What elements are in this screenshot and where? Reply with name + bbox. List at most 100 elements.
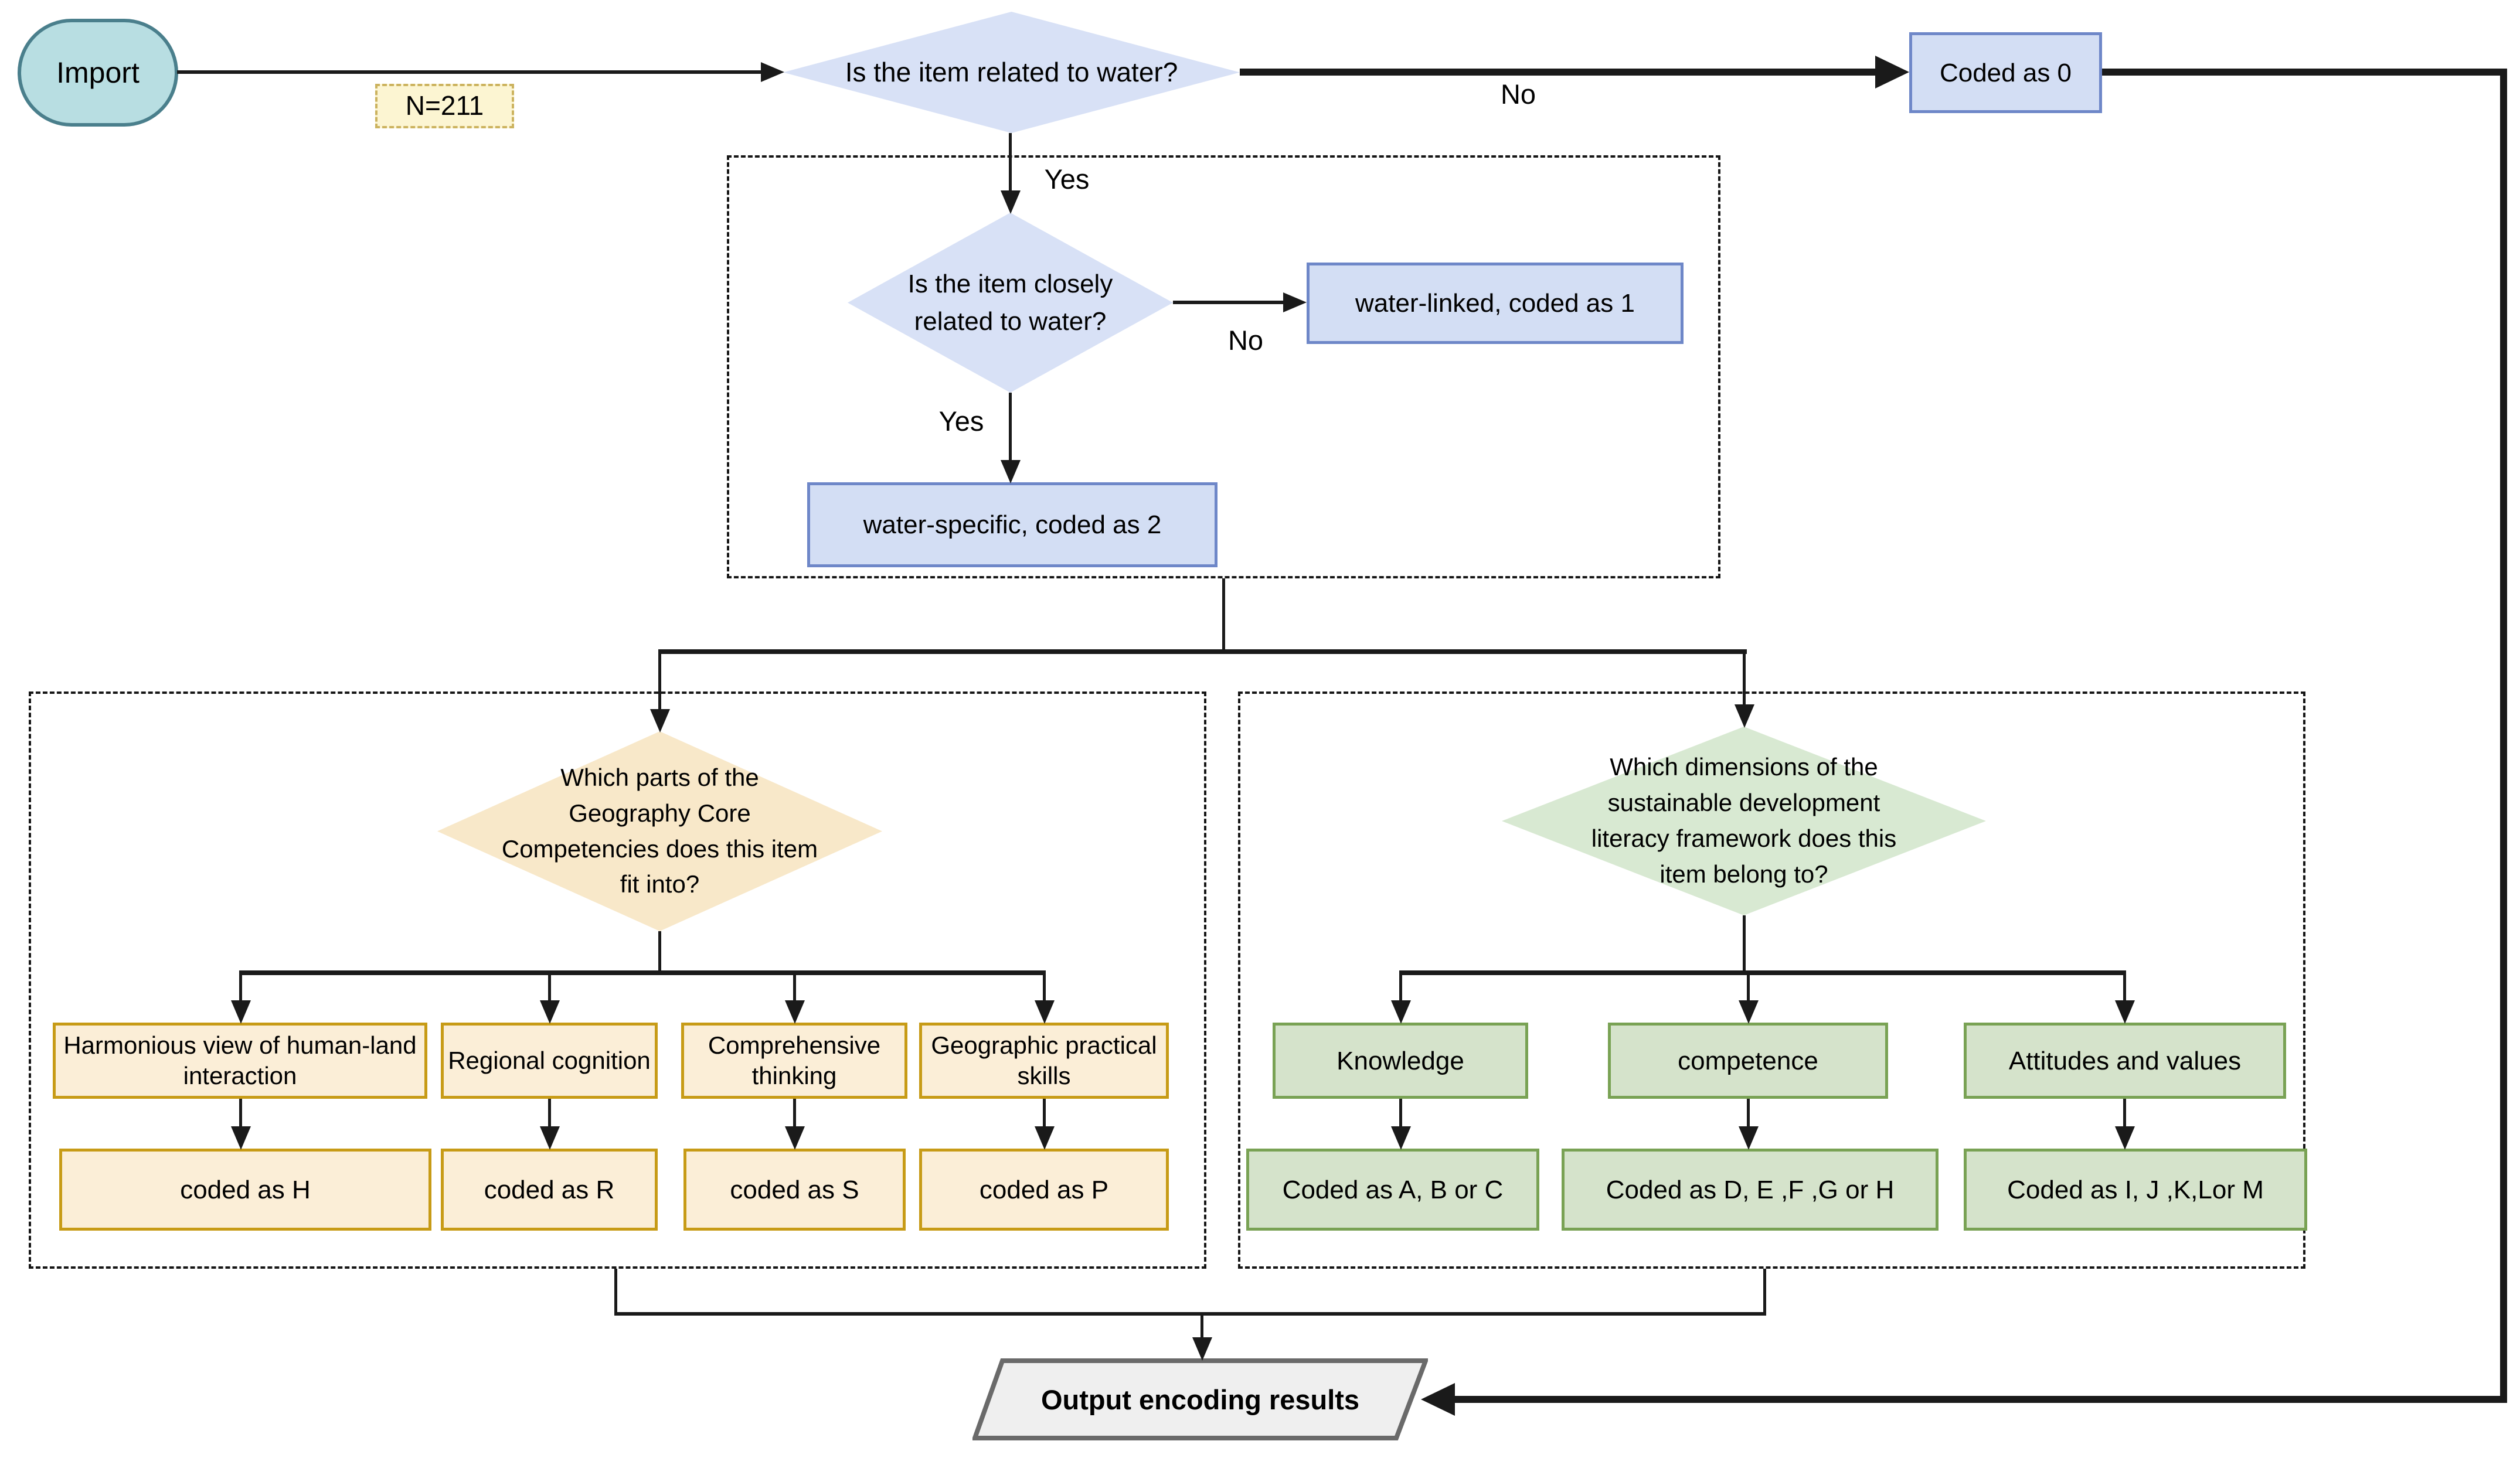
connector-watergroup-down	[1222, 578, 1225, 653]
group-sustainable-literacy	[1238, 691, 2305, 1269]
connector-d1-no-to-coded0	[1240, 69, 1876, 76]
connector-sdl-c3	[2123, 1099, 2126, 1126]
connector-geo-c2	[548, 1099, 551, 1126]
connector-geo-c1	[239, 1099, 242, 1126]
sdl-branch-knowledge-text: Knowledge	[1336, 1046, 1464, 1075]
sdl-code-ijklm-text: Coded as I, J ,K,Lor M	[2007, 1175, 2264, 1204]
decision-close-line-1: Is the item closely	[907, 269, 1113, 298]
connector-merge-to-output	[1201, 1316, 1203, 1339]
geo-question-line-1: Which parts of the	[560, 763, 759, 791]
decision-water-related: Is the item related to water?	[783, 12, 1240, 133]
connector-geo-b1	[239, 973, 242, 1002]
connector-geo-c3	[793, 1099, 796, 1126]
connector-bottom-to-output	[1454, 1396, 2507, 1403]
arrowhead	[231, 1126, 251, 1150]
decision-sustainable-literacy: Which dimensions of the sustainable deve…	[1502, 727, 1986, 915]
geo-branch-regional: Regional cognition	[441, 1023, 658, 1099]
parallelogram-shape	[972, 1358, 1428, 1440]
sdl-code-abc-text: Coded as A, B or C	[1282, 1175, 1504, 1204]
geo-code-s-text: coded as S	[730, 1175, 859, 1204]
connector-sdl-c1	[1399, 1099, 1402, 1126]
arrowhead	[761, 62, 784, 82]
sdl-branch-knowledge: Knowledge	[1273, 1023, 1528, 1099]
connector-geo-c4	[1043, 1099, 1046, 1126]
arrowhead	[1001, 190, 1021, 214]
connector-import-to-d1	[177, 70, 761, 74]
geo-code-h: coded as H	[59, 1149, 431, 1231]
sdl-branch-attitudes: Attitudes and values	[1964, 1023, 2286, 1099]
connector-sdl-b3	[2123, 973, 2126, 1002]
connector-geo-down	[658, 931, 661, 974]
edge-label-no-2-text: No	[1227, 324, 1264, 356]
connector-geo-b2	[548, 973, 551, 1002]
connector-geo-group-down	[614, 1269, 617, 1316]
connector-geo-split	[239, 970, 1046, 975]
arrowhead	[785, 1126, 805, 1150]
geo-code-h-text: coded as H	[180, 1175, 311, 1204]
geo-code-p-text: coded as P	[979, 1175, 1109, 1204]
geo-branch-practical-text: Geographic practical skills	[931, 1031, 1157, 1090]
arrowhead	[540, 1000, 560, 1024]
geo-branch-regional-text: Regional cognition	[448, 1046, 651, 1074]
sdl-code-ijklm: Coded as I, J ,K,Lor M	[1964, 1149, 2307, 1231]
edge-label-yes-1-text: Yes	[1044, 163, 1090, 195]
geo-code-s: coded as S	[683, 1149, 906, 1231]
arrowhead	[1391, 1000, 1411, 1024]
arrowhead	[2115, 1000, 2135, 1024]
connector-sdl-group-down	[1763, 1269, 1766, 1316]
decision-water-related-text: Is the item related to water?	[845, 57, 1178, 88]
arrowhead	[1035, 1126, 1055, 1150]
sdl-code-abc: Coded as A, B or C	[1246, 1149, 1539, 1231]
geo-code-p: coded as P	[919, 1149, 1169, 1231]
connector-split-right-down	[1743, 650, 1746, 706]
connector-geo-b3	[793, 973, 796, 1002]
arrowhead	[1283, 292, 1307, 312]
output-node-text: Output encoding results	[1040, 1384, 1360, 1415]
connector-merge-horizontal	[614, 1312, 1766, 1316]
connector-d2-yes-to-waterspecific	[1009, 393, 1012, 461]
arrowhead	[1421, 1383, 1455, 1416]
sdl-branch-competence: competence	[1608, 1023, 1888, 1099]
geo-branch-harmonious-text: Harmonious view of human-land interactio…	[63, 1031, 417, 1090]
arrowhead	[1192, 1337, 1212, 1361]
sdl-question-line-3: literacy framework does this	[1591, 825, 1897, 852]
connector-sdl-b2	[1747, 973, 1750, 1002]
connector-coded0-right	[2102, 69, 2507, 76]
sdl-code-defgh-text: Coded as D, E ,F ,G or H	[1606, 1175, 1895, 1204]
arrowhead	[1739, 1126, 1759, 1150]
result-water-linked-text: water-linked, coded as 1	[1355, 289, 1635, 318]
connector-geo-b4	[1043, 973, 1046, 1002]
edge-label-yes-2: Yes	[923, 403, 999, 438]
geo-code-r-text: coded as R	[484, 1175, 615, 1204]
start-label: Import	[56, 56, 140, 89]
geo-question-line-3: Competencies does this item	[501, 834, 818, 863]
connector-sdl-b1	[1399, 973, 1402, 1002]
sdl-question-line-2: sustainable development	[1607, 789, 1880, 817]
connector-d2-no-to-waterlinked	[1173, 301, 1284, 304]
sdl-branch-competence-text: competence	[1678, 1046, 1818, 1075]
decision-water-closely-related: Is the item closely related to water?	[848, 213, 1173, 393]
result-water-linked: water-linked, coded as 1	[1307, 263, 1684, 344]
decision-geography-competencies: Which parts of the Geography Core Compet…	[437, 731, 882, 931]
connector-mid-split	[658, 649, 1747, 654]
result-coded-0-text: Coded as 0	[1939, 58, 2072, 87]
group-water-degree	[727, 155, 1720, 578]
edge-label-no-1: No	[1477, 76, 1559, 111]
geo-branch-comprehensive-text: Comprehensive thinking	[708, 1031, 881, 1090]
sdl-question-line-1: Which dimensions of the	[1610, 753, 1878, 781]
result-water-specific-text: water-specific, coded as 2	[863, 510, 1162, 539]
geo-branch-harmonious: Harmonious view of human-land interactio…	[53, 1023, 427, 1099]
arrowhead	[2115, 1126, 2135, 1150]
arrowhead	[231, 1000, 251, 1024]
arrowhead	[1001, 460, 1021, 483]
edge-label-yes-1: Yes	[1029, 161, 1105, 196]
arrowhead	[785, 1000, 805, 1024]
connector-split-left-down	[658, 650, 661, 710]
group-geography-competencies	[29, 691, 1206, 1269]
geo-branch-comprehensive: Comprehensive thinking	[681, 1023, 907, 1099]
connector-sdl-down	[1743, 915, 1746, 974]
arrowhead	[1391, 1126, 1411, 1150]
sdl-question-line-4: item belong to?	[1659, 860, 1828, 888]
sample-size-label: N=211	[375, 84, 514, 128]
